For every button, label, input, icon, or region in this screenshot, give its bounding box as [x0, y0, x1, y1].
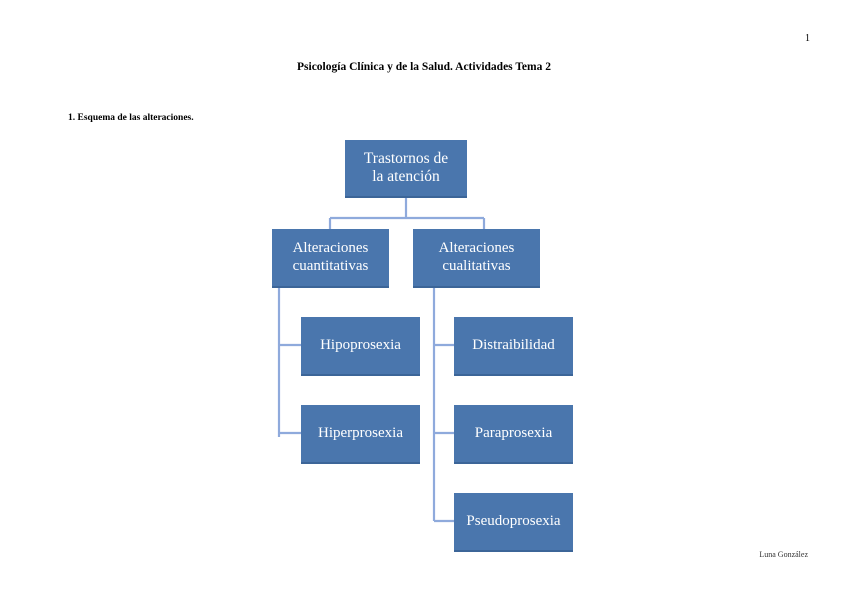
node-paraprosexia[interactable]: Paraprosexia [454, 405, 573, 462]
node-hiperprosexia[interactable]: Hiperprosexia [301, 405, 420, 462]
node-label: Trastornos de la atención [363, 149, 449, 185]
node-label: Hiperprosexia [318, 424, 403, 441]
page-number: 1 [805, 33, 810, 44]
node-label: Alteraciones cualitativas [438, 239, 515, 274]
node-pseudoprosexia[interactable]: Pseudoprosexia [454, 493, 573, 550]
node-alteraciones-cuantitativas[interactable]: Alteraciones cuantitativas [272, 229, 389, 286]
node-label: Distraibilidad [472, 336, 555, 353]
node-alteraciones-cualitativas[interactable]: Alteraciones cualitativas [413, 229, 540, 286]
node-hipoprosexia[interactable]: Hipoprosexia [301, 317, 420, 374]
node-label: Hipoprosexia [320, 336, 401, 353]
node-label: Pseudoprosexia [466, 512, 561, 529]
node-label: Alteraciones cuantitativas [292, 239, 369, 274]
footer-signature: Luna González [759, 550, 808, 559]
document-title: Psicología Clínica y de la Salud. Activi… [297, 61, 551, 73]
node-label: Paraprosexia [474, 424, 553, 441]
node-distraibilidad[interactable]: Distraibilidad [454, 317, 573, 374]
node-trastornos-de-la-atencion[interactable]: Trastornos de la atención [345, 140, 467, 196]
section-heading: 1. Esquema de las alteraciones. [68, 113, 194, 123]
